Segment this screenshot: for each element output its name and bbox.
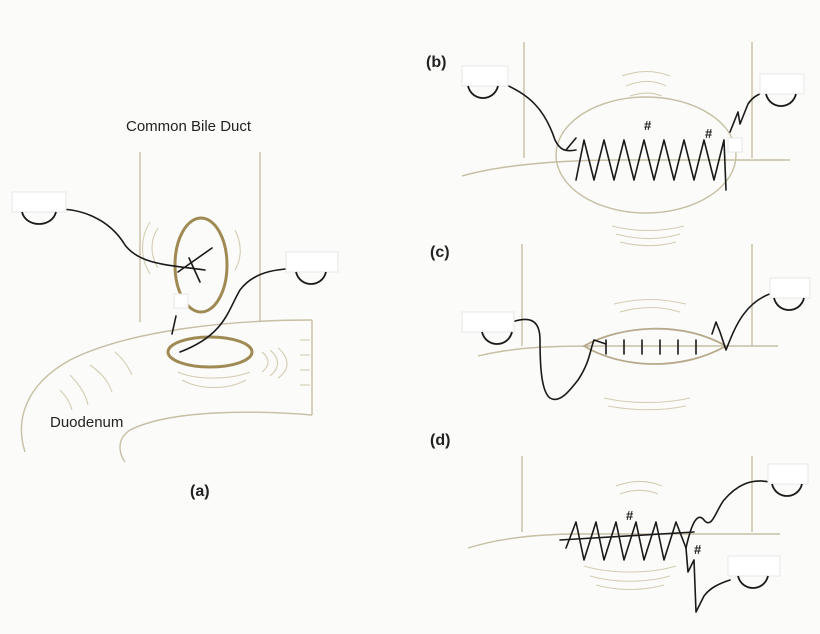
papilla-texture-arc <box>269 349 279 377</box>
needle-holder-card <box>759 73 805 95</box>
panel-d-label: (d) <box>430 432 451 449</box>
suture-line <box>559 531 695 541</box>
texture-arc <box>619 489 659 495</box>
suture-knot <box>565 137 577 151</box>
anastomosis-lens <box>582 327 728 365</box>
panel-b-mark-1: # <box>644 118 652 133</box>
suture-crossing <box>188 257 201 283</box>
common-bile-duct-label: Common Bile Duct <box>126 118 252 135</box>
curved-needle-icon <box>295 271 327 285</box>
panel-b-mark-2: # <box>705 126 713 141</box>
curved-needle-icon <box>765 93 797 107</box>
texture-arc <box>621 70 671 77</box>
suture-thread-left <box>503 83 577 152</box>
curved-needle-icon <box>773 297 805 311</box>
curved-needle-icon <box>21 211 57 225</box>
suture-thread-upper <box>685 480 771 549</box>
texture-arc <box>625 80 667 87</box>
texture-arc <box>613 299 687 305</box>
duodenum-wall <box>477 345 778 357</box>
texture-arc <box>607 405 687 411</box>
needle-holder-card <box>461 65 509 87</box>
suture-thread-left <box>43 208 206 271</box>
curved-needle-icon <box>737 575 769 589</box>
suture-thread-left <box>511 318 607 401</box>
panel-d-mark-1: # <box>626 508 634 523</box>
texture-arc <box>619 306 681 313</box>
duodenum-wall <box>461 159 790 177</box>
suture-thread-right <box>179 267 313 353</box>
duodenum-label: Duodenum <box>50 414 124 431</box>
duodenum-inner-wall <box>119 411 313 463</box>
suture-thread-lower <box>685 547 731 613</box>
suture-gap-card <box>173 293 189 309</box>
papilla-texture-arc <box>277 347 288 379</box>
duct-texture-arc <box>234 229 241 271</box>
running-suture <box>575 139 727 191</box>
texture-arc <box>603 397 691 404</box>
duodenum-wall <box>467 533 780 549</box>
panel-b-illustration <box>461 42 805 247</box>
texture-arc <box>589 575 671 582</box>
needle-holder-card <box>285 251 339 273</box>
texture-arc <box>615 233 681 239</box>
suture-thread-right <box>729 89 777 133</box>
duct-texture-arc <box>151 227 159 269</box>
texture-arc <box>615 480 663 487</box>
anastomosis-outline <box>555 96 737 214</box>
suture-stub <box>171 315 177 335</box>
texture-arc <box>629 92 663 97</box>
needle-holder-card <box>461 311 515 333</box>
running-suture <box>565 521 687 561</box>
curved-needle-icon <box>771 483 803 497</box>
duodenum-fold <box>114 351 133 376</box>
duodenum-fold <box>69 374 89 406</box>
needle-holder-card <box>769 277 811 299</box>
texture-arc <box>611 225 685 231</box>
curved-needle-icon <box>481 331 513 345</box>
papilla-texture-arc <box>177 371 251 379</box>
texture-arc <box>619 241 677 247</box>
panel-a-illustration <box>11 152 339 463</box>
suture-crossing <box>177 247 213 273</box>
needle-holder-card <box>727 555 781 577</box>
duct-texture-arc <box>141 221 151 275</box>
papilla-texture-arc <box>181 379 247 388</box>
panel-c-label: (c) <box>430 244 450 261</box>
suture-thread-right <box>711 291 777 351</box>
suture-gap-card <box>727 137 743 153</box>
bile-duct-lumen <box>173 216 229 314</box>
panel-d-illustration <box>467 456 809 613</box>
texture-arc <box>583 565 677 573</box>
panel-b-label: (b) <box>426 54 447 71</box>
panel-c-illustration <box>461 244 811 411</box>
papilla-texture-arc <box>261 351 269 373</box>
duodenum-fold <box>59 389 73 411</box>
panel-a-label: (a) <box>190 483 210 500</box>
texture-arc <box>595 584 665 590</box>
duodenal-opening <box>166 335 254 369</box>
duodenum-outer-wall <box>20 319 313 453</box>
needle-holder-card <box>767 463 809 485</box>
duodenum-fold <box>89 364 113 393</box>
panel-d-mark-2: # <box>694 542 702 557</box>
needle-holder-card <box>11 191 67 213</box>
curved-needle-icon <box>467 85 499 99</box>
